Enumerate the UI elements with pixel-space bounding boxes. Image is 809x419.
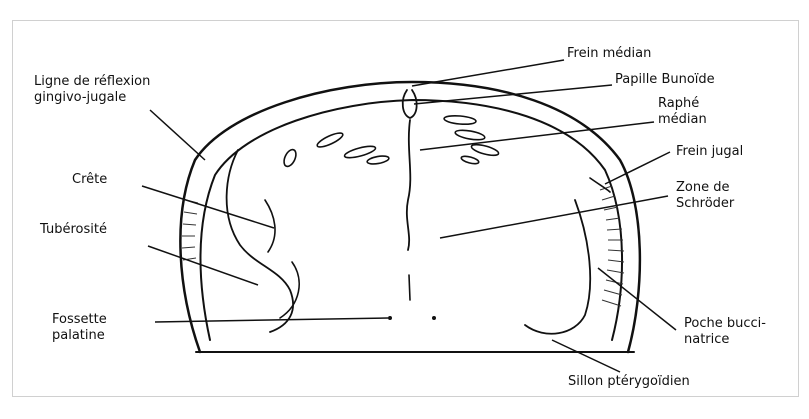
leader-crete: [142, 186, 274, 228]
left-crest-curve: [227, 150, 293, 332]
inner-ridge-contour: [200, 100, 622, 340]
label-poche-buccinatrice: Poche bucci- natrice: [684, 316, 766, 348]
leader-sillon: [552, 340, 620, 372]
label-papille-bunoide: Papille Bunoïde: [615, 72, 715, 88]
median-raphe: [407, 120, 410, 250]
palatine-fovea-right: [432, 316, 436, 320]
palatine-fovea-left: [388, 316, 392, 320]
leader-ligne-reflexion: [150, 110, 205, 160]
figure-caption: [160, 398, 640, 412]
leader-zone-schroder: [440, 196, 668, 238]
label-frein-median: Frein médian: [567, 46, 651, 62]
leader-papille: [414, 85, 612, 104]
leader-raphe: [420, 122, 654, 150]
leader-tuberosite: [148, 246, 258, 285]
label-tuberosite: Tubérosité: [40, 222, 107, 238]
palatal-rugae: [282, 115, 500, 169]
hatching-left: [182, 200, 198, 260]
label-raphe-median: Raphé médian: [658, 96, 707, 128]
raphe-dash-lower: [409, 275, 410, 300]
left-tuberosity-curve: [265, 200, 299, 318]
label-crete: Crête: [72, 172, 107, 188]
leader-frein-jugal: [605, 152, 670, 184]
label-zone-schroder: Zone de Schröder: [676, 180, 734, 212]
label-ligne-reflexion: Ligne de réflexion gingivo-jugale: [34, 74, 150, 106]
label-frein-jugal: Frein jugal: [676, 144, 743, 160]
leader-frein-median: [412, 60, 564, 86]
label-fossette-palatine: Fossette palatine: [52, 312, 107, 344]
label-sillon-pterygoidien: Sillon ptérygoïdien: [568, 374, 690, 390]
leader-lines: [142, 60, 676, 372]
leader-poche: [598, 268, 676, 330]
